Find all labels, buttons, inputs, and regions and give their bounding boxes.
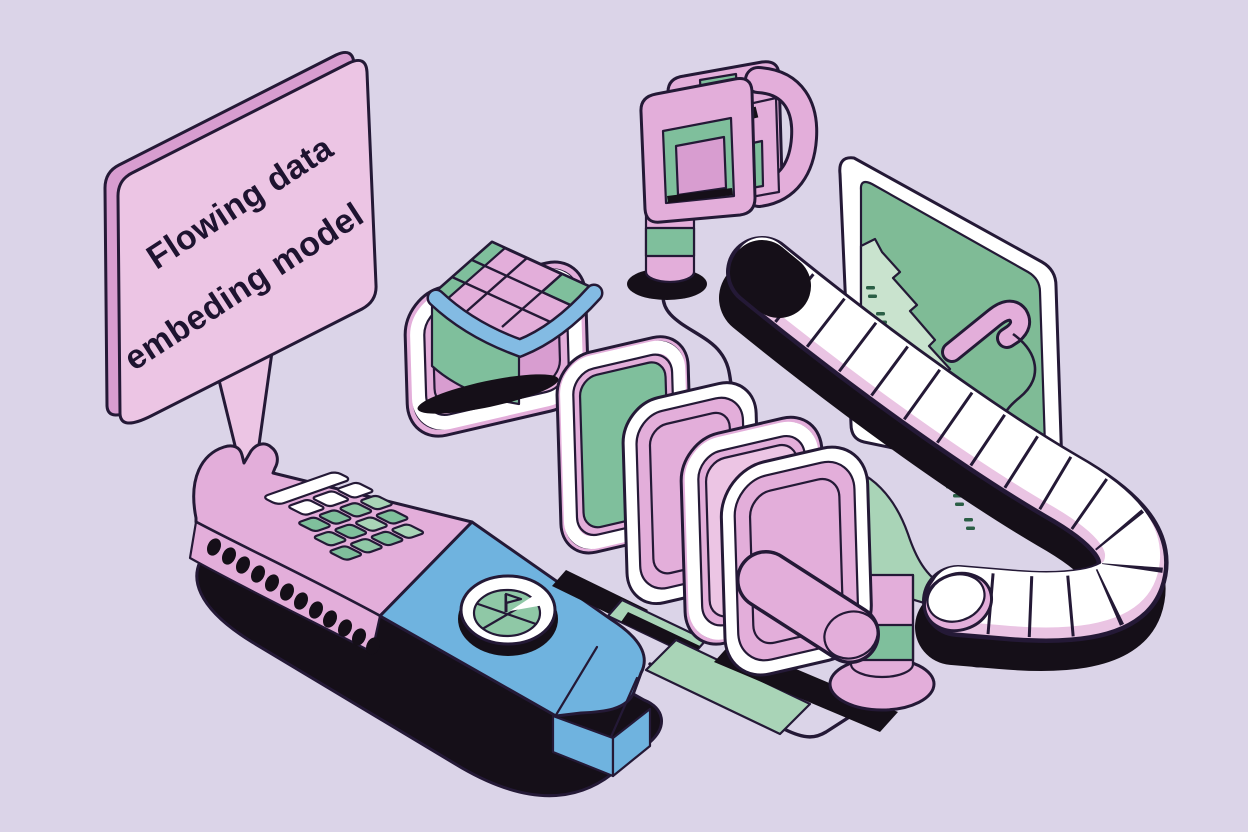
key-green [349, 538, 384, 553]
speaker-holes [206, 538, 381, 655]
key-space-bar [262, 471, 351, 505]
embedding-cube [417, 240, 604, 414]
cube-grid-lines [451, 257, 578, 328]
scanner-band [747, 69, 816, 205]
key-green [370, 531, 405, 546]
scanner-hole-shadow [667, 188, 733, 203]
tube-black-tip [730, 240, 811, 318]
key-green [354, 517, 389, 532]
keypad-seam-1 [554, 645, 599, 717]
keypad-blue-side-end [611, 707, 652, 778]
encoder-frame-slabs [404, 240, 880, 684]
keypad-seam-2 [609, 676, 639, 739]
key-green [333, 524, 368, 539]
speech-bubble: Flowing data embeding model [103, 51, 378, 468]
key-green [328, 546, 363, 561]
control-dial[interactable] [458, 574, 558, 656]
key-green [297, 517, 332, 532]
output-connector [736, 550, 880, 664]
key-green [338, 502, 373, 517]
key-green [313, 531, 348, 546]
key-green [375, 509, 410, 524]
scanner-hole-back [674, 135, 728, 197]
speech-bubble-body [116, 59, 378, 425]
key-green [318, 510, 353, 525]
input-keypad-device [188, 442, 856, 798]
segmented-data-tube [719, 236, 1169, 671]
dial-notch [510, 596, 544, 611]
tube-end-cap [926, 573, 986, 623]
keypad-keys[interactable] [238, 471, 444, 560]
key-white [336, 482, 374, 498]
key-green [390, 524, 425, 539]
scanner-frame-device [627, 60, 819, 424]
cube-inner-shadow [417, 374, 559, 414]
cube-blue-band [429, 286, 601, 356]
connector-end-cap [823, 610, 879, 660]
key-green [359, 495, 394, 510]
dial-pin-flag [504, 592, 523, 605]
key-white [312, 491, 350, 507]
key-white [287, 499, 325, 515]
